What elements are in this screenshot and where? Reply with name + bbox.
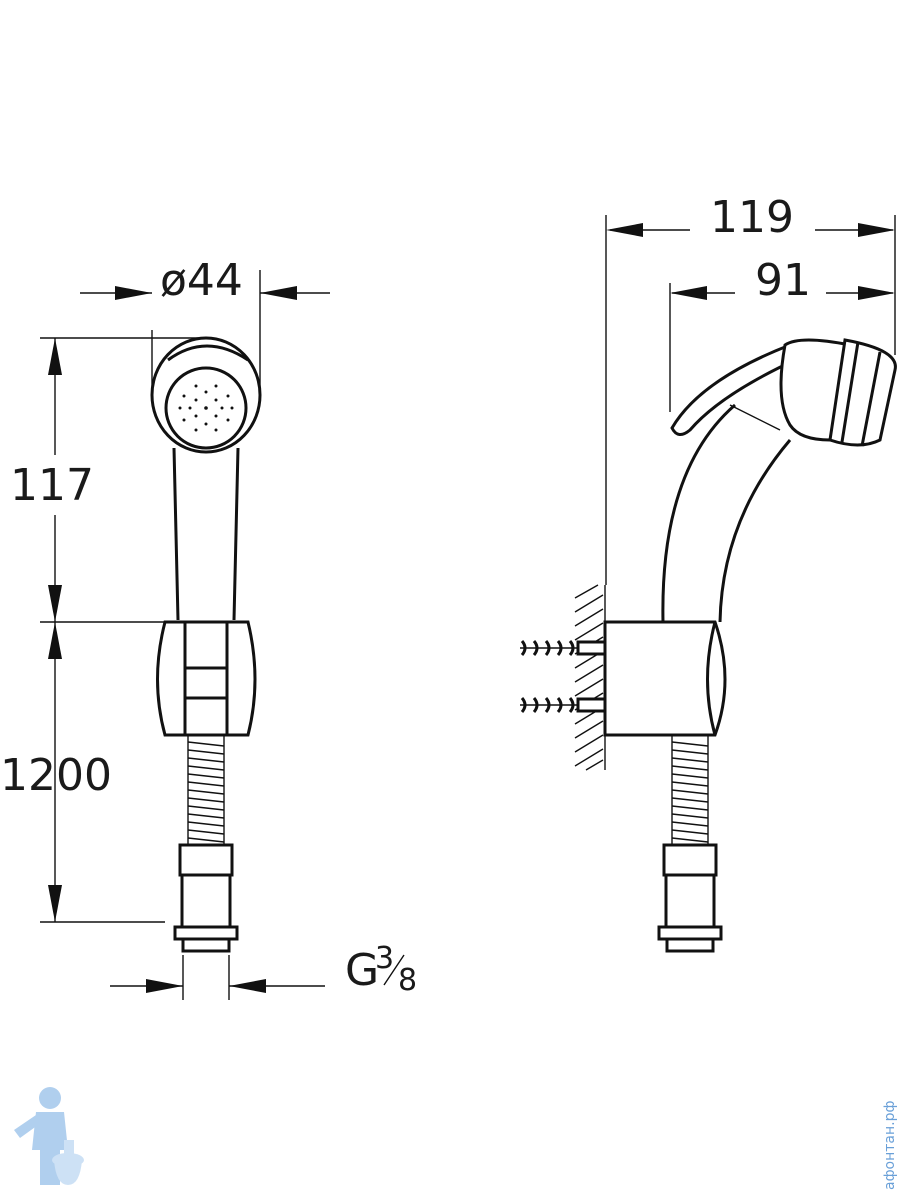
thread-letter: G	[345, 945, 379, 996]
dim-thread-size: G 3 8	[345, 941, 417, 998]
front-view	[150, 336, 262, 953]
dim-hose-length: 1200	[0, 750, 112, 801]
front-holder	[156, 620, 257, 737]
front-head-nozzle	[164, 366, 248, 450]
nozzle-holes	[178, 384, 234, 432]
wall-screw-lower	[520, 697, 607, 713]
side-dimensions	[605, 215, 896, 585]
front-dimensions	[40, 270, 330, 1000]
front-handle	[172, 447, 240, 621]
dim-total-depth: 119	[710, 192, 794, 243]
dim-handle-height: 117	[10, 460, 94, 511]
dim-head-depth: 91	[755, 255, 811, 306]
dim-head-diameter: ø44	[160, 255, 243, 306]
front-hose	[187, 735, 225, 845]
wall-screw-upper	[520, 640, 607, 656]
side-hose	[671, 735, 709, 845]
front-head-outer	[150, 336, 262, 454]
watermark-text: aфонтан.рф	[882, 1101, 898, 1190]
side-trigger-lever	[670, 343, 797, 436]
side-handle	[661, 403, 792, 623]
watermark-logo	[14, 1087, 84, 1185]
thread-denominator: 8	[398, 963, 417, 998]
wall-hatch	[574, 584, 606, 771]
side-hose-fitting	[657, 843, 723, 953]
thread-numerator: 3	[375, 941, 394, 976]
front-hose-fitting	[173, 843, 239, 953]
side-view	[520, 338, 897, 953]
